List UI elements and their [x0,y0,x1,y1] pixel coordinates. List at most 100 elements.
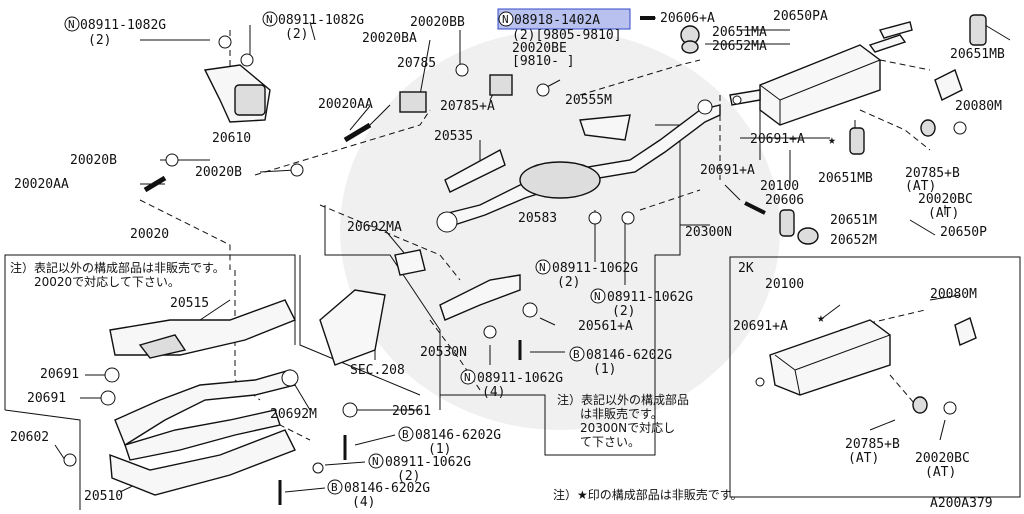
part-qty: (2) [88,33,111,48]
part-label[interactable]: 08911-1082G [278,13,364,28]
part-label[interactable]: 20652M [830,233,877,248]
part-label[interactable]: 20080M [955,99,1002,114]
gasket-shape [697,99,713,115]
star-marker: ★ [828,133,836,148]
part-label[interactable]: 08911-1062G [607,290,693,305]
part-label[interactable]: 20530N [420,345,467,360]
frames [4,205,1021,510]
note-text: て下さい。 [580,435,640,449]
clamp-shape [489,74,513,96]
part-label[interactable]: 20652MA [712,39,767,54]
part-label[interactable]: 08911-1062G [385,455,471,470]
stud-shape [143,175,167,193]
part-label[interactable]: 20602 [10,430,49,445]
rubber-hanger-shape [849,127,865,155]
part-label[interactable]: 20020B [195,165,242,180]
part-label[interactable]: 20651MB [818,171,873,186]
part-qty: (1) [593,362,616,377]
part-label[interactable]: 20691 [40,367,79,382]
diagram-ref-code: A200A379 [930,496,993,510]
part-label[interactable]: 08146-6202G [586,348,672,363]
part-label[interactable]: 20651MB [950,47,1005,62]
front-heat-shield-shape [109,429,296,496]
n-marker-icon: N [498,11,514,27]
svg-text:N: N [502,13,509,26]
part-label[interactable]: 20691+A [733,319,788,334]
part-label[interactable]: 20515 [170,296,209,311]
part-label[interactable]: 20691+A [750,132,805,147]
part-label[interactable]: 20785+B [845,437,900,452]
n-marker-icon: N [460,369,476,385]
part-label[interactable]: 08911-1082G [80,18,166,33]
part-label[interactable]: 20100 [765,277,804,292]
part-label-selected[interactable]: 08918-1402A [514,13,600,28]
nut-shape [953,121,967,135]
n-marker-icon: N [590,288,606,304]
part-label[interactable]: 20510 [84,489,123,504]
part-label[interactable]: 20785+A [440,99,495,114]
part-label[interactable]: 20020BE [512,41,567,56]
part-label[interactable]: 20785+B [905,166,960,181]
part-label[interactable]: 20020AA [14,177,69,192]
part-label[interactable]: 08146-6202G [415,428,501,443]
part-label[interactable]: 20020 [130,227,169,242]
shield-panel-shape [138,334,187,359]
note-text: 20020で対応して下さい。 [34,275,180,289]
part-label[interactable]: 20020BC [918,192,973,207]
part-qty: (2)[9805-9810] [512,28,622,43]
part-label[interactable]: 20020B [70,153,117,168]
selected-part-highlight [497,8,631,30]
part-label[interactable]: 20610 [212,131,251,146]
part-label[interactable]: 20561+A [578,319,633,334]
part-label[interactable]: 20650P [940,225,987,240]
part-label[interactable]: 20561 [392,404,431,419]
nut-shape [290,163,304,177]
part-label[interactable]: 20651MA [712,25,767,40]
gasket-shape [732,95,742,105]
part-label[interactable]: 20691+A [700,163,755,178]
b-marker-icon: B [569,346,585,362]
nut-shape [588,211,602,225]
part-label[interactable]: 20020AA [318,97,373,112]
part-label[interactable]: 20606 [765,193,804,208]
part-label[interactable]: 20692M [270,407,317,422]
nut-shape [621,211,635,225]
clamp-shape [342,402,358,418]
part-qty: (2) [612,304,635,319]
part-label[interactable]: 20606+A [660,11,715,26]
part-at: (AT) [848,451,879,466]
n-marker-icon: N [535,259,551,275]
part-label[interactable]: 20020BA [362,31,417,46]
part-label[interactable]: 20650PA [773,9,828,24]
part-label[interactable]: 20785 [397,56,436,71]
part-label[interactable]: 20020BC [915,451,970,466]
svg-text:N: N [539,261,546,274]
part-label[interactable]: 20300N [685,225,732,240]
part-label[interactable]: 20020BB [410,15,465,30]
part-label[interactable]: 20651M [830,213,877,228]
part-qty: (4) [482,385,505,400]
svg-text:B: B [573,348,580,361]
bolt-shape [744,201,766,215]
b-marker-icon: B [327,479,343,495]
part-label[interactable]: 20080M [930,287,977,302]
part-qty: (2) [557,275,580,290]
part-label[interactable]: 08146-6202G [344,481,430,496]
inset-title: 2K [738,261,754,276]
part-label[interactable]: 08911-1062G [477,371,563,386]
part-label[interactable]: 20692MA [347,220,402,235]
part-label[interactable]: 20100 [760,179,799,194]
gasket-shape [104,367,120,383]
part-label[interactable]: 20691 [27,391,66,406]
flange-shape [281,369,299,387]
part-label[interactable]: 20535 [434,129,473,144]
flange-shape [436,211,458,233]
nut-shape [455,63,469,77]
part-label[interactable]: 20555M [565,93,612,108]
part-label[interactable]: 08911-1062G [552,261,638,276]
nut-shape [483,325,497,339]
inset-nut-shape [943,401,957,415]
svg-text:N: N [464,371,471,384]
part-label[interactable]: 20583 [518,211,557,226]
part-label[interactable]: SEC.208 [350,363,405,378]
